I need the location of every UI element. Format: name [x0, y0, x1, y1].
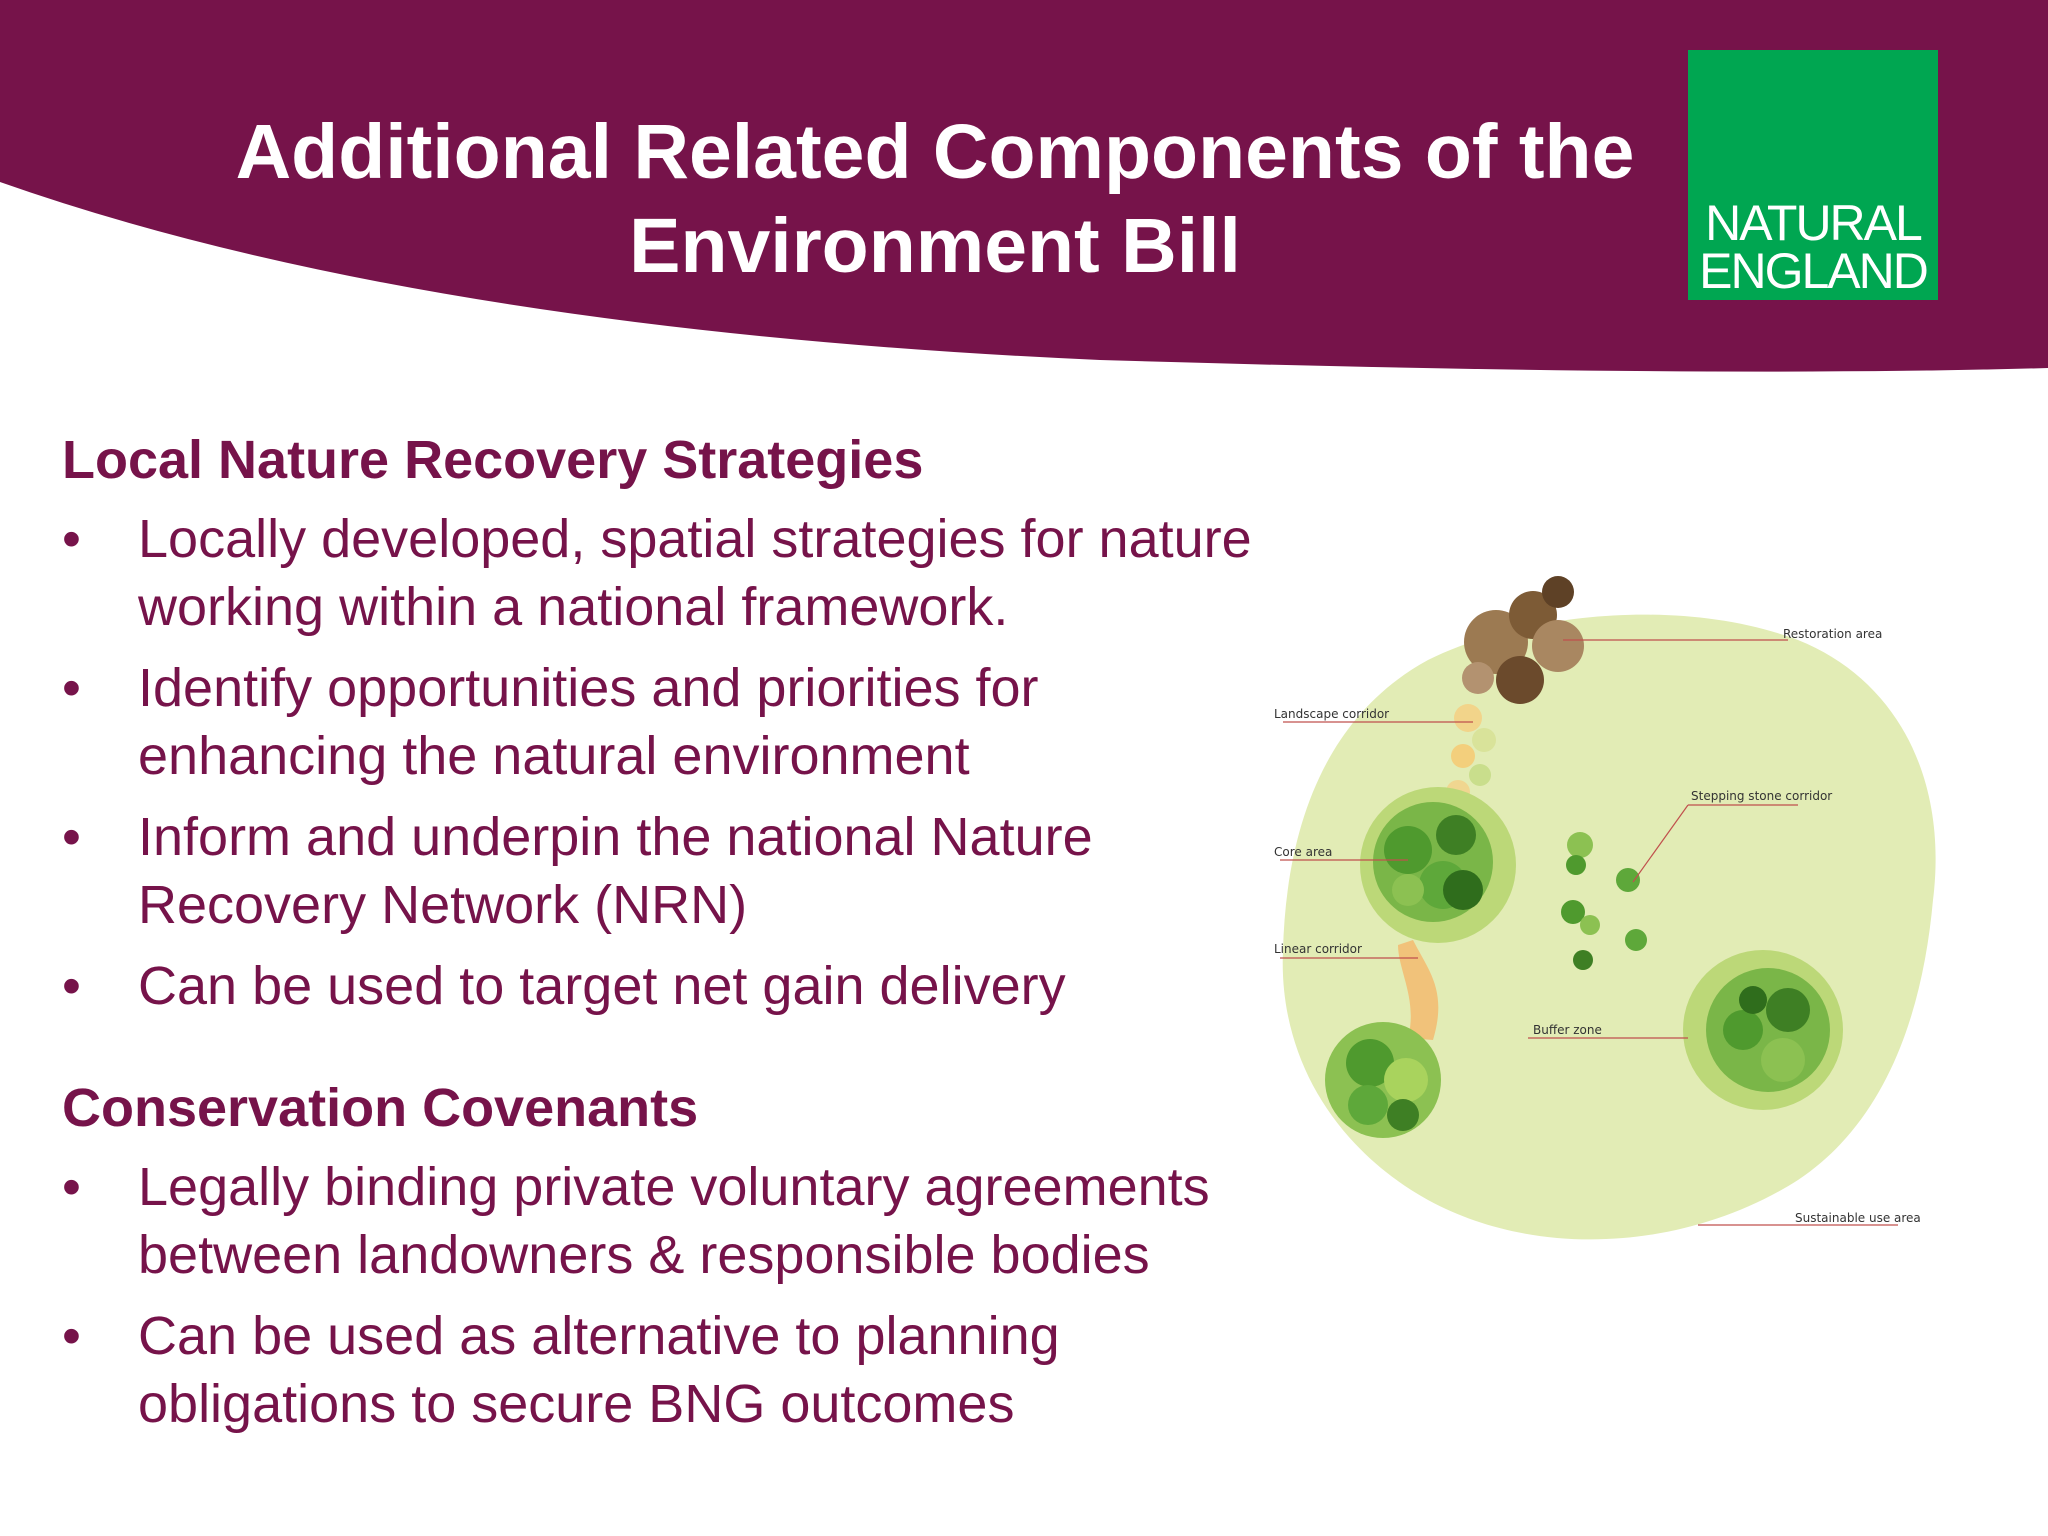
bullet-text: Identify opportunities and priorities fo…: [138, 658, 1039, 786]
list-item: • Can be used as alternative to planning …: [62, 1302, 1262, 1438]
slide-content: Local Nature Recovery Strategies • Locall…: [62, 425, 1262, 1451]
bullet-text: Can be used to target net gain delivery: [138, 956, 1066, 1016]
label-linear-corridor: Linear corridor: [1274, 942, 1362, 956]
list-item: • Inform and underpin the national Nature…: [62, 803, 1262, 939]
linear-corridor: [1398, 940, 1439, 1040]
bullet-text: Can be used as alternative to planning o…: [138, 1306, 1060, 1434]
stepping-stones: [1561, 832, 1647, 970]
buffer-zone: [1683, 950, 1843, 1110]
slide-title-line-2: Environment Bill: [629, 203, 1241, 289]
bullet-icon: •: [62, 956, 81, 1016]
bullet-icon: •: [62, 509, 81, 569]
logo-text-england: ENGLAND: [1699, 243, 1929, 299]
bullet-icon: •: [62, 1157, 81, 1217]
heading-conservation-covenants: Conservation Covenants: [62, 1078, 699, 1138]
slide-title-line-1: Additional Related Components of the: [235, 109, 1635, 195]
list-item: • Can be used to target net gain delivery: [62, 952, 1262, 1020]
natural-england-logo: NATURAL ENGLAND: [1688, 50, 1938, 300]
bullet-icon: •: [62, 1306, 81, 1366]
lower-core-area: [1325, 1022, 1441, 1138]
core-area: [1360, 787, 1516, 943]
label-landscape-corridor: Landscape corridor: [1274, 707, 1389, 721]
bullet-icon: •: [62, 807, 81, 867]
header-band: [0, 0, 2048, 372]
list-local-nature-recovery: • Locally developed, spatial strategies f…: [62, 505, 1262, 1020]
list-item: • Identify opportunities and priorities f…: [62, 654, 1262, 790]
logo-text-natural: NATURAL: [1705, 195, 1923, 251]
heading-local-nature-recovery: Local Nature Recovery Strategies: [62, 430, 924, 490]
label-sustainable-use-area: Sustainable use area: [1795, 1211, 1921, 1225]
label-stepping-stone-corridor: Stepping stone corridor: [1691, 789, 1832, 803]
list-item: • Locally developed, spatial strategies f…: [62, 505, 1262, 641]
label-buffer-zone: Buffer zone: [1533, 1023, 1602, 1037]
label-leader-lines: [1280, 639, 1898, 1226]
restoration-area: [1462, 576, 1584, 704]
slide-title: Additional Related Components of the Env…: [150, 105, 1720, 293]
list-item: • Legally binding private voluntary agree…: [62, 1153, 1262, 1289]
bullet-icon: •: [62, 658, 81, 718]
bullet-text: Locally developed, spatial strategies fo…: [138, 509, 1252, 637]
nature-recovery-network-diagram: Restoration area Landscape corridor Step…: [1274, 576, 1936, 1240]
label-core-area: Core area: [1274, 845, 1332, 859]
bullet-text: Legally binding private voluntary agreem…: [138, 1157, 1210, 1285]
list-conservation-covenants: • Legally binding private voluntary agree…: [62, 1153, 1262, 1438]
bullet-text: Inform and underpin the national Nature …: [138, 807, 1093, 935]
label-restoration-area: Restoration area: [1783, 627, 1882, 641]
